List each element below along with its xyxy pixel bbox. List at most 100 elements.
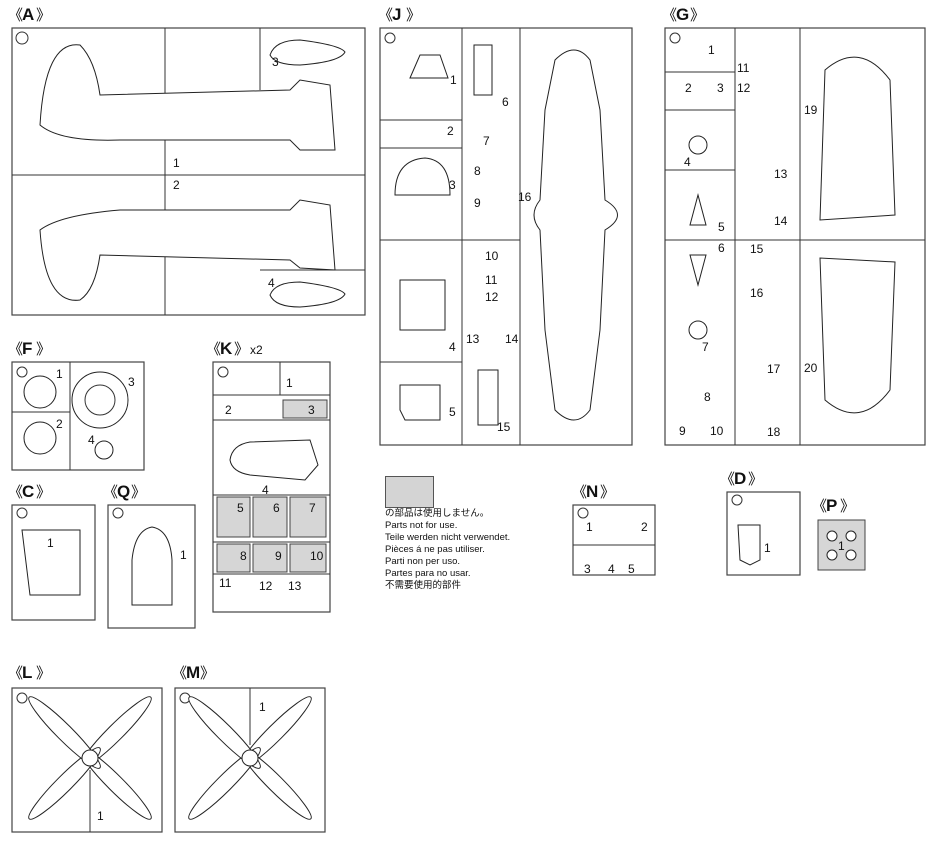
- svg-text:》: 》: [36, 664, 51, 682]
- part-number-label: 16: [750, 286, 764, 300]
- legend-line-en: Parts not for use.: [385, 520, 458, 531]
- part-15: [477, 369, 499, 426]
- sprue-g: 《 G 》 1 2 3 4 5 6 7 8 9 10 11 12 13 14 1…: [662, 5, 926, 446]
- part-number-label: 1: [56, 367, 63, 381]
- part-6: [473, 44, 493, 96]
- lower-wing-part-16: [533, 49, 618, 421]
- sprue-k: 《 K 》 x2 1 2 3 4 5 6 7 8 9 10 11 12 13: [206, 339, 331, 613]
- part-number-label: 2: [173, 178, 180, 192]
- part-number-label: 13: [466, 332, 480, 346]
- svg-text:》: 》: [234, 340, 249, 358]
- part-number-label: 14: [505, 332, 519, 346]
- part-5: [689, 193, 707, 226]
- part-number-label: 5: [449, 405, 456, 419]
- seat-part-1: [409, 54, 449, 79]
- part-number-label: 1: [173, 156, 180, 170]
- part-number-label: 1: [180, 548, 187, 562]
- part-number-label: 8: [240, 549, 247, 563]
- drop-tank-half-4: [269, 281, 346, 308]
- sprue-multiplier: x2: [250, 343, 263, 357]
- part-number-label: 8: [474, 164, 481, 178]
- part-number-label: 4: [608, 562, 615, 576]
- part-number-label: 3: [308, 403, 315, 417]
- part-number-label: 16: [518, 190, 532, 204]
- part-number-label: 10: [485, 249, 499, 263]
- part-number-label: 12: [737, 81, 751, 95]
- svg-text:》: 》: [131, 483, 146, 501]
- svg-text:》: 》: [36, 6, 51, 24]
- instrument-panel-part-4: [399, 279, 446, 331]
- part-number-label: 6: [273, 501, 280, 515]
- part-number-label: 4: [449, 340, 456, 354]
- svg-text:《: 《: [103, 483, 118, 501]
- part-number-label: 11: [219, 576, 232, 590]
- sprue-label: F: [22, 339, 32, 358]
- svg-text:《: 《: [8, 664, 23, 682]
- sprue-runners: [12, 28, 365, 315]
- part-number-label: 2: [641, 520, 648, 534]
- disc-part-4: [94, 440, 114, 460]
- legend-line-fr: Pièces á ne pas utiliser.: [385, 544, 485, 555]
- part-number-label: 10: [310, 549, 324, 563]
- part-number-label: 15: [750, 242, 764, 256]
- sprue-f: 《 F 》 1 2 3 4: [8, 339, 145, 471]
- part-number-label: 1: [259, 700, 266, 714]
- sprue-label: L: [22, 663, 32, 682]
- svg-text:《: 《: [812, 497, 827, 515]
- part-number-label: 1: [586, 520, 593, 534]
- part-number-label: 3: [272, 55, 279, 69]
- part-number-label: 1: [47, 536, 54, 550]
- canopy-part-1: [131, 526, 173, 606]
- svg-text:》: 》: [36, 483, 51, 501]
- svg-text:《: 《: [8, 340, 23, 358]
- part-number-label: 3: [128, 375, 135, 389]
- part-number-label: 1: [764, 541, 771, 555]
- sprue-gate-icon: [15, 31, 29, 45]
- part-number-label: 11: [485, 273, 498, 287]
- part-number-label: 18: [767, 425, 781, 439]
- sprue-q: 《 Q 》 1: [103, 482, 196, 629]
- svg-text:》: 》: [690, 6, 705, 24]
- legend-line-es: Partes para no usar.: [385, 568, 471, 579]
- svg-text:《: 《: [172, 664, 187, 682]
- part-number-label: 9: [275, 549, 282, 563]
- svg-text:》: 》: [600, 483, 615, 501]
- part-number-label: 7: [702, 340, 709, 354]
- svg-text:》: 》: [36, 340, 51, 358]
- fuselage-left-part: [39, 44, 336, 151]
- part-number-label: 2: [56, 417, 63, 431]
- legend-line-it: Parti non per uso.: [385, 556, 460, 567]
- wheel-part-1: [23, 375, 57, 409]
- svg-text:《: 《: [206, 340, 221, 358]
- fuselage-right-part: [39, 199, 336, 301]
- part-7: [688, 320, 708, 340]
- part-number-label: 4: [88, 433, 95, 447]
- sprue-label: K: [220, 339, 233, 358]
- sprue-label: C: [22, 482, 34, 501]
- propeller-part-1: [28, 696, 152, 820]
- part-number-label: 13: [774, 167, 788, 181]
- part-number-label: 3: [584, 562, 591, 576]
- part-number-label: 6: [502, 95, 509, 109]
- part-1: [737, 524, 761, 566]
- sprue-a: 《 A 》 1 2 3 4: [8, 5, 366, 316]
- svg-text:《: 《: [572, 483, 587, 501]
- part-number-label: 6: [718, 241, 725, 255]
- svg-text:《: 《: [720, 470, 735, 488]
- sprue-m: 《 M 》 1: [172, 663, 326, 833]
- svg-text:》: 》: [840, 497, 855, 515]
- part-number-label: 4: [684, 155, 691, 169]
- legend-line-de: Teile werden nicht verwendet.: [385, 532, 511, 543]
- sprue-label: A: [22, 5, 34, 24]
- part-number-label: 9: [679, 424, 686, 438]
- part-number-label: 1: [838, 539, 845, 553]
- part-number-label: 10: [710, 424, 724, 438]
- sprue-label: N: [586, 482, 598, 501]
- part-number-label: 4: [268, 276, 275, 290]
- part-number-label: 3: [449, 178, 456, 192]
- sprue-label: J: [392, 5, 401, 24]
- legend-line-zh: 不需要使用的部件: [385, 580, 462, 591]
- bulkhead-part-3: [394, 157, 451, 196]
- part-number-label: 5: [237, 501, 244, 515]
- part-number-label: 2: [225, 403, 232, 417]
